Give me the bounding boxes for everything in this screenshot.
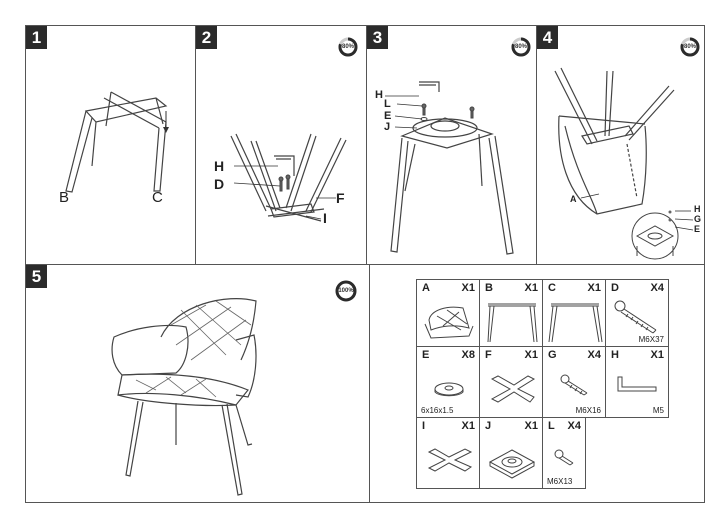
part-letter: E	[422, 349, 430, 361]
progress-ring-icon	[511, 37, 531, 57]
part-letter: I	[422, 420, 426, 432]
step-2-drawing	[230, 133, 347, 222]
step-2-label-h: H	[214, 158, 225, 174]
long-bolt-icon	[614, 300, 657, 334]
part-b: B X1	[479, 279, 543, 347]
part-qty: X1	[461, 420, 475, 432]
step-3-label-e: E	[384, 110, 392, 122]
part-f: F X1	[479, 346, 543, 418]
step-3-number: 3	[367, 26, 388, 49]
step-1-panel: 1 B C	[25, 25, 196, 265]
chair-seat-icon	[424, 306, 474, 339]
part-i: I X1	[416, 417, 480, 489]
step-2-number: 2	[196, 26, 217, 49]
part-a: A X1	[416, 279, 480, 347]
step-5-number: 5	[26, 265, 47, 288]
part-letter: D	[611, 282, 619, 294]
hex-key-icon	[617, 376, 657, 392]
progress-ring-fill	[680, 37, 700, 57]
cross-plate-icon	[427, 448, 473, 472]
step-1-label-c: C	[152, 189, 163, 206]
short-bolt-icon	[554, 449, 574, 466]
part-h: H X1 M5	[605, 346, 669, 418]
step-2-label-d: D	[214, 176, 225, 192]
step-4-number: 4	[537, 26, 558, 49]
cross-bracket-icon	[490, 375, 536, 403]
washer-icon	[434, 382, 464, 397]
step-3-drawing	[385, 81, 514, 255]
step-3-progress-text: 80%	[514, 44, 527, 50]
part-qty: X4	[650, 282, 664, 294]
step-4-panel: 4 80% A H G E	[536, 25, 705, 265]
step-2-label-f: F	[336, 190, 345, 206]
part-d: D X4 M6X37	[605, 279, 669, 347]
step-4-label-e: E	[694, 224, 701, 234]
step-5-chair-drawing	[111, 298, 257, 496]
front-legs-icon	[487, 303, 538, 343]
step-3-panel: 3 80% H L E J	[366, 25, 537, 265]
part-spec: M5	[652, 406, 664, 415]
part-qty: X1	[461, 282, 475, 294]
part-j: J X1	[479, 417, 543, 489]
step-2-progress-indicator: 80%	[337, 36, 359, 58]
part-qty: X1	[587, 282, 601, 294]
part-letter: F	[485, 349, 492, 361]
step-3-label-l: L	[384, 98, 391, 110]
part-letter: L	[548, 420, 555, 432]
part-qty: X1	[524, 420, 538, 432]
progress-ring-icon	[338, 37, 358, 57]
part-qty: X1	[524, 349, 538, 361]
part-letter: J	[485, 420, 492, 432]
part-qty: X4	[587, 349, 601, 361]
part-qty: X1	[650, 349, 664, 361]
bolt-icon	[560, 374, 588, 396]
step-4-label-a: A	[570, 194, 577, 204]
step-5-panel: 5 100%	[25, 264, 370, 503]
part-l: L X4 M6X13	[542, 417, 586, 489]
progress-ring-icon	[680, 37, 700, 57]
part-letter: H	[611, 349, 619, 361]
step-1-number: 1	[26, 26, 47, 49]
swivel-plate-icon	[488, 449, 536, 479]
step-4-label-g: G	[694, 214, 702, 224]
part-spec: M6X37	[638, 335, 664, 344]
progress-ring-icon	[335, 280, 357, 302]
step-3-label-h: H	[375, 89, 383, 101]
part-letter: C	[548, 282, 556, 294]
part-qty: X1	[524, 282, 538, 294]
part-c: C X1	[542, 279, 606, 347]
part-e: E X8 6x16x1.5	[416, 346, 480, 418]
step-1-label-b: B	[59, 189, 70, 206]
step-2-label-i: I	[323, 210, 327, 226]
part-spec: M6X13	[547, 477, 573, 486]
part-letter: B	[485, 282, 493, 294]
part-qty: X4	[567, 420, 581, 432]
progress-ring-fill	[335, 280, 357, 302]
part-g: G X4 M6X16	[542, 346, 606, 418]
step-4-progress-text: 80%	[683, 44, 696, 50]
part-spec: 6x16x1.5	[421, 406, 454, 415]
part-letter: A	[422, 282, 430, 294]
part-qty: X8	[461, 349, 475, 361]
step-2-panel: 2 80% H D F I	[195, 25, 367, 265]
step-4-progress-indicator: 80%	[679, 36, 701, 58]
rear-legs-icon	[548, 303, 603, 343]
step-5-progress-indicator: 100%	[334, 279, 358, 303]
step-1-drawing	[65, 91, 169, 193]
step-4-label-h: H	[694, 204, 701, 214]
progress-ring-fill	[511, 37, 531, 57]
step-4-drawing	[554, 67, 694, 260]
step-3-progress-indicator: 80%	[510, 36, 532, 58]
step-5-progress-text: 100%	[338, 288, 354, 294]
progress-ring-fill	[338, 37, 358, 57]
part-letter: G	[548, 349, 557, 361]
parts-list-panel	[369, 264, 705, 503]
part-spec: M6X16	[575, 406, 601, 415]
step-2-progress-text: 80%	[341, 44, 354, 50]
step-3-label-j: J	[384, 121, 391, 133]
